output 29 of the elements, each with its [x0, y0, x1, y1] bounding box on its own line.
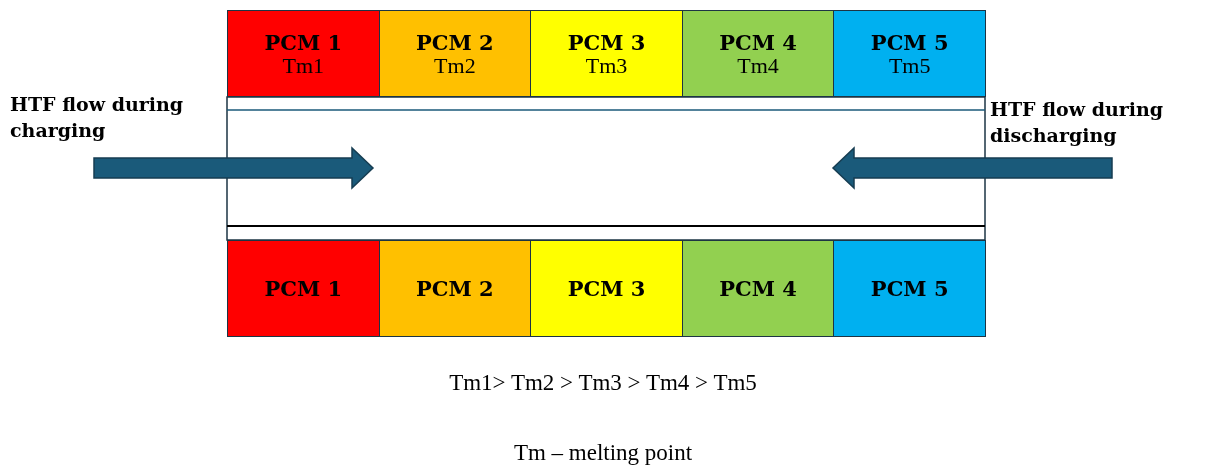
pcm-layer — [833, 10, 986, 97]
pcm-layer — [378, 240, 532, 337]
melting-point-label: Tm3 — [585, 54, 628, 77]
layer-name: PCM 5 — [870, 276, 949, 301]
pcm-layer — [833, 240, 986, 337]
layer-name: PCM 2 — [416, 30, 494, 55]
melting-order-note: Tm1> Tm2 > Tm3 > Tm4 > Tm5 — [449, 370, 757, 396]
layer-name: PCM 1 — [264, 276, 343, 301]
melting-point-label: Tm5 — [888, 54, 931, 77]
melting-point-label: Tm1 — [282, 54, 325, 77]
layer-name: PCM 2 — [416, 276, 494, 301]
pcm-layer — [227, 10, 380, 97]
legend-note: Tm – melting point — [513, 440, 693, 466]
pcm-layer — [227, 240, 380, 337]
flow-label: HTF flow during charging — [10, 92, 185, 143]
flow-label: HTF flow during discharging — [990, 97, 1165, 148]
pcm-layer — [530, 240, 683, 337]
pcm-layer — [681, 10, 835, 97]
layer-name: PCM 4 — [719, 276, 797, 301]
layer-name: PCM 1 — [264, 30, 343, 55]
layer-name: PCM 4 — [719, 30, 797, 55]
pcm-layer — [378, 10, 532, 97]
pcm-layer — [530, 10, 683, 97]
layer-name: PCM 5 — [870, 30, 949, 55]
layer-name: PCM 3 — [567, 276, 646, 301]
melting-point-label: Tm4 — [737, 54, 779, 77]
layer-name: PCM 3 — [567, 30, 646, 55]
melting-point-label: Tm2 — [434, 54, 476, 77]
pcm-layer — [681, 240, 835, 337]
